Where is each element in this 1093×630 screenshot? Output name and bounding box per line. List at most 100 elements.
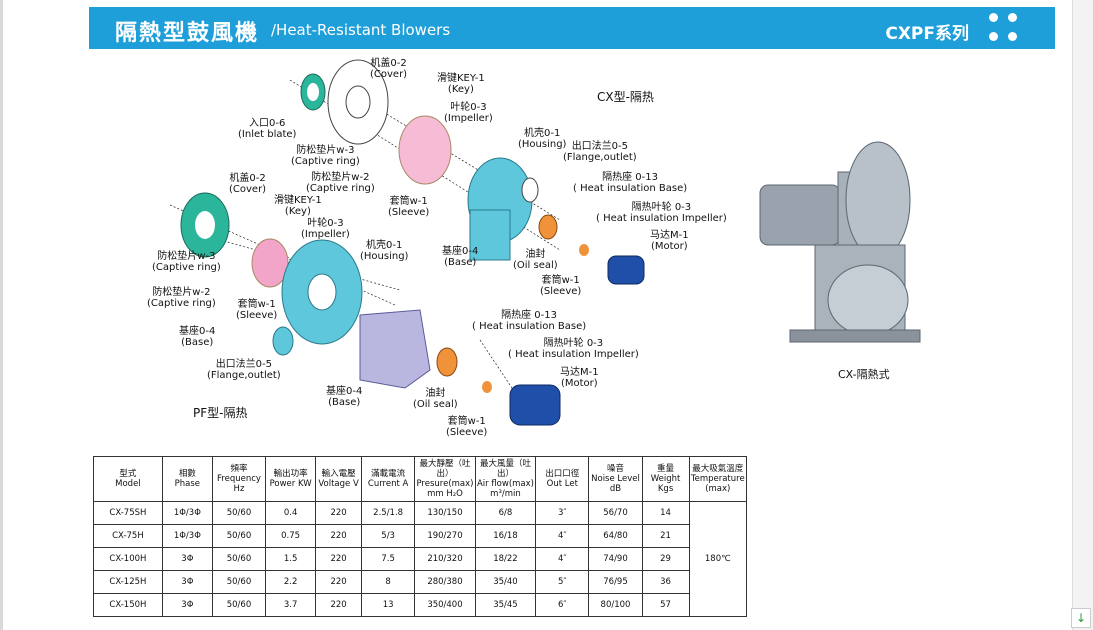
pf-sleeve-label: 套筒w-1(Sleeve) — [236, 299, 278, 321]
cell-power: 3.7 — [265, 593, 317, 617]
header-bar: 隔熱型鼓風機 /Heat-Resistant Blowers CXPF系列 — [89, 7, 1055, 49]
cx-impeller-part — [398, 115, 452, 185]
pf-motor-label: 马达M-1(Motor) — [560, 367, 599, 389]
pf-housing-label: 机壳0-1(Housing) — [360, 240, 409, 262]
dots-logo-icon — [989, 13, 1019, 43]
cell-current: 8 — [361, 570, 416, 594]
pf-key-label: 滑键KEY-1(Key) — [274, 195, 322, 217]
cell-airflow: 35/40 — [474, 570, 537, 594]
cell-weight: 36 — [641, 570, 690, 594]
cx-impeller-label: 叶轮0-3(Impeller) — [444, 102, 493, 124]
cx-cover-label: 机盖0-2(Cover) — [370, 58, 408, 80]
pf-heatbase-label: 隔热座 0-13( Heat insulation Base) — [472, 310, 587, 332]
cell-airflow: 16/18 — [474, 524, 537, 548]
table-row: CX-75SH 1Φ/3Φ 50/60 0.4 220 2.5/1.8 130/… — [93, 501, 748, 617]
cx-sleeve2-label: 套筒w-1(Sleeve) — [540, 275, 582, 297]
cx-flange-part — [521, 177, 539, 203]
cell-power: 0.75 — [265, 524, 317, 548]
cell-weight: 29 — [641, 547, 690, 571]
cell-weight: 57 — [641, 593, 690, 617]
cell-model: CX-100H — [93, 547, 163, 571]
cell-power: 1.5 — [265, 547, 317, 571]
cell-noise: 80/100 — [588, 593, 643, 617]
cx-inlet-label: 入口0-6(Inlet blate) — [238, 118, 297, 140]
cx-captive3-label: 防松垫片w-3(Captive ring) — [291, 145, 360, 167]
cell-power: 2.2 — [265, 570, 317, 594]
scroll-down-icon[interactable]: ↓ — [1071, 608, 1091, 628]
cell-frequency: 50/60 — [211, 501, 267, 525]
col-pressure: 最大靜壓（吐出）Presure(max) mm H₂O — [414, 456, 476, 502]
cell-airflow: 35/45 — [474, 593, 537, 617]
cell-airflow: 18/22 — [474, 547, 537, 571]
pf-sleeve2-label: 套筒w-1(Sleeve) — [446, 416, 488, 438]
cell-phase: 3Φ — [161, 570, 213, 594]
pf-base-part — [359, 309, 431, 389]
pf-captive3-label: 防松垫片w-3(Captive ring) — [152, 251, 221, 273]
cx-heatimp-part — [579, 244, 589, 256]
series-label: CXPF系列 — [885, 24, 969, 44]
pf-base2-label: 基座0-4(Base) — [326, 386, 363, 408]
cell-noise: 76/95 — [588, 570, 643, 594]
cell-model: CX-75H — [93, 524, 163, 548]
cell-current: 13 — [361, 593, 416, 617]
pf-heatbase-part — [436, 347, 458, 377]
col-airflow: 最大風量（吐出）Air flow(max) m³/min — [474, 456, 537, 502]
cell-pressure: 130/150 — [414, 501, 476, 525]
cx-diagram-title: CX型-隔热 — [597, 90, 654, 104]
cell-pressure: 350/400 — [414, 593, 476, 617]
cell-outlet: 4″ — [535, 547, 590, 571]
pf-base-label: 基座0-4(Base) — [179, 326, 216, 348]
cell-model: CX-125H — [93, 570, 163, 594]
table-row: CX-150H 3Φ 50/60 3.7 220 13 350/400 35/4… — [93, 593, 747, 617]
cell-current: 5/3 — [361, 524, 416, 548]
cell-frequency: 50/60 — [211, 547, 267, 571]
cx-motor-label: 马达M-1(Motor) — [650, 230, 689, 252]
cell-pressure: 280/380 — [414, 570, 476, 594]
page-title: 隔熱型鼓風機 — [115, 21, 260, 46]
cell-outlet: 6″ — [535, 593, 590, 617]
pf-flange-label: 出口法兰0-5(Flange,outlet) — [207, 359, 281, 381]
cell-weight: 21 — [641, 524, 690, 548]
cell-airflow: 6/8 — [474, 501, 537, 525]
pf-impeller-label: 叶轮0-3(Impeller) — [301, 218, 350, 240]
vertical-scrollbar[interactable]: ↓ — [1071, 0, 1093, 630]
cx-sleeve-label: 套筒w-1(Sleeve) — [388, 196, 430, 218]
cx-captive2-label: 防松垫片w-2(Captive ring) — [306, 172, 375, 194]
cx-motor-part — [607, 255, 645, 285]
pf-heatimp-part — [482, 381, 492, 393]
cx-heatimp-label: 隔热叶轮 0-3( Heat insulation Impeller) — [596, 202, 727, 224]
cx-oilseal-label: 油封(Oil seal) — [513, 249, 558, 271]
page-subtitle: /Heat-Resistant Blowers — [271, 21, 451, 39]
cell-current: 7.5 — [361, 547, 416, 571]
cx-heatbase-label: 隔热座 0-13( Heat insulation Base) — [573, 172, 688, 194]
pf-diagram-title: PF型-隔热 — [193, 406, 248, 420]
cell-outlet: 3″ — [535, 501, 590, 525]
cell-temperature: 180℃ — [688, 501, 748, 617]
cell-model: CX-150H — [93, 593, 163, 617]
cell-voltage: 220 — [315, 570, 363, 594]
table-row: CX-100H 3Φ 50/60 1.5 220 7.5 210/320 18/… — [93, 547, 747, 571]
cell-voltage: 220 — [315, 593, 363, 617]
page-edge — [0, 0, 3, 630]
cell-phase: 3Φ — [161, 593, 213, 617]
cell-model: CX-75SH — [93, 501, 163, 525]
pf-cover-label: 机盖0-2(Cover) — [229, 173, 267, 195]
blower-photo — [759, 141, 921, 343]
cell-pressure: 190/270 — [414, 524, 476, 548]
cell-noise: 56/70 — [588, 501, 643, 525]
pf-flange-part — [272, 326, 294, 356]
cell-noise: 64/80 — [588, 524, 643, 548]
cell-frequency: 50/60 — [211, 570, 267, 594]
cell-voltage: 220 — [315, 501, 363, 525]
cell-frequency: 50/60 — [211, 593, 267, 617]
cell-noise: 74/90 — [588, 547, 643, 571]
